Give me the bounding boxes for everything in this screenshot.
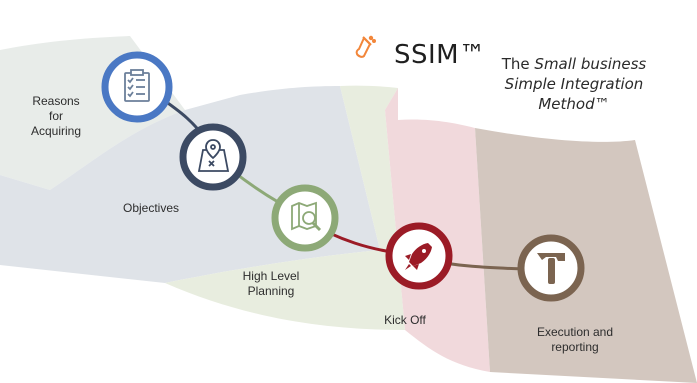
label-line: Reasons xyxy=(32,94,80,108)
hammer-icon xyxy=(537,253,565,284)
map-pin-icon xyxy=(197,139,230,172)
step-objectives xyxy=(179,123,247,191)
step-label-objectives: Objectives xyxy=(106,201,196,216)
step-label-execution: Execution and reporting xyxy=(520,325,630,355)
tagline-suffix: ™ xyxy=(594,95,610,113)
brand-title: SSIM™ xyxy=(394,40,486,70)
step-execution xyxy=(517,234,585,302)
step-label-planning: High Level Planning xyxy=(226,269,316,299)
flask-icon xyxy=(355,35,376,58)
checklist-icon xyxy=(124,69,150,102)
step-label-reasons: Reasons for Acquiring xyxy=(26,94,86,139)
brand-tagline: The Small business Simple Integration Me… xyxy=(488,54,660,114)
map-search-icon xyxy=(291,201,322,232)
band-planning xyxy=(165,85,405,330)
step-reasons xyxy=(101,51,173,123)
label-line: for xyxy=(48,109,63,123)
label-line: reporting xyxy=(551,340,599,354)
tagline-prefix: The xyxy=(501,55,535,73)
tagline-emphasis: Small business Simple Integration Method xyxy=(504,55,647,113)
label-line: Acquiring xyxy=(30,124,82,138)
label-line: Kick Off xyxy=(384,313,426,327)
label-line: High Level xyxy=(242,269,300,283)
label-line: Planning xyxy=(247,284,295,298)
step-planning xyxy=(271,184,339,252)
rocket-icon xyxy=(405,243,432,270)
band-execution xyxy=(475,128,697,383)
step-kickoff xyxy=(385,222,453,290)
step-label-kickoff: Kick Off xyxy=(370,313,440,328)
label-line: Execution and xyxy=(536,325,614,339)
label-line: Objectives xyxy=(122,201,180,215)
